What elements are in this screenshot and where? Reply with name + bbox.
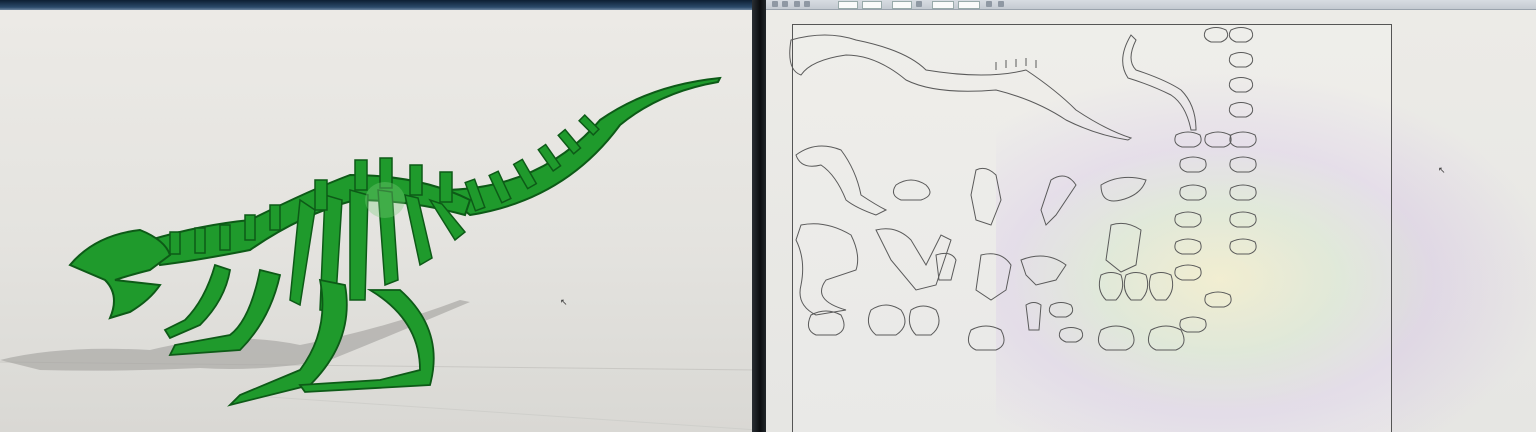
dinosaur-model-render xyxy=(0,76,758,431)
toolbar-button[interactable] xyxy=(998,1,1004,7)
page-boundary xyxy=(792,24,1392,432)
model-shadow xyxy=(0,300,470,371)
toolbar-button[interactable] xyxy=(986,1,992,7)
toolbar-field[interactable] xyxy=(892,1,912,9)
left-monitor: ↖ xyxy=(0,0,758,432)
parts-layout xyxy=(789,27,1257,351)
arrow-cursor-icon: ↖ xyxy=(1438,165,1446,175)
right-monitor: ↖ xyxy=(766,0,1536,432)
toolbar-field[interactable] xyxy=(838,1,858,9)
3d-viewport[interactable]: ↖ xyxy=(0,10,758,432)
toolbar-button[interactable] xyxy=(782,1,788,7)
arrow-cursor-icon: ↖ xyxy=(560,297,568,307)
app-toolbar xyxy=(766,0,1536,10)
window-top-bar xyxy=(0,0,758,12)
model-vertebrae xyxy=(169,114,600,255)
drawing-canvas[interactable]: ↖ xyxy=(766,10,1536,432)
toolbar-field[interactable] xyxy=(862,1,882,9)
toolbar-button[interactable] xyxy=(794,1,800,7)
toolbar-button[interactable] xyxy=(772,1,778,7)
model-legs xyxy=(163,263,435,407)
toolbar-field[interactable] xyxy=(932,1,954,9)
monitor-bezel-gap xyxy=(752,0,768,432)
toolbar-button[interactable] xyxy=(804,1,810,7)
toolbar-button[interactable] xyxy=(916,1,922,7)
model-head xyxy=(68,228,172,320)
toolbar-field[interactable] xyxy=(958,1,980,9)
